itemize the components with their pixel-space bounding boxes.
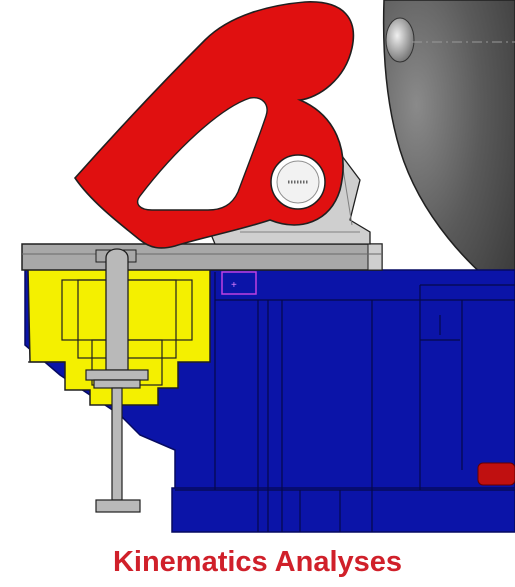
diagram-caption: Kinematics Analyses — [112, 546, 403, 578]
drum — [382, 0, 515, 301]
red-accent — [477, 462, 515, 486]
red-lever — [73, 1, 355, 249]
base-foot — [171, 487, 515, 533]
plunger-pin — [85, 248, 149, 513]
svg-text:+: + — [231, 280, 237, 291]
top-plate — [21, 243, 383, 271]
drum-knob — [385, 17, 415, 63]
cad-assembly-drawing: + — [21, 0, 515, 533]
marker-box: + — [221, 271, 257, 295]
